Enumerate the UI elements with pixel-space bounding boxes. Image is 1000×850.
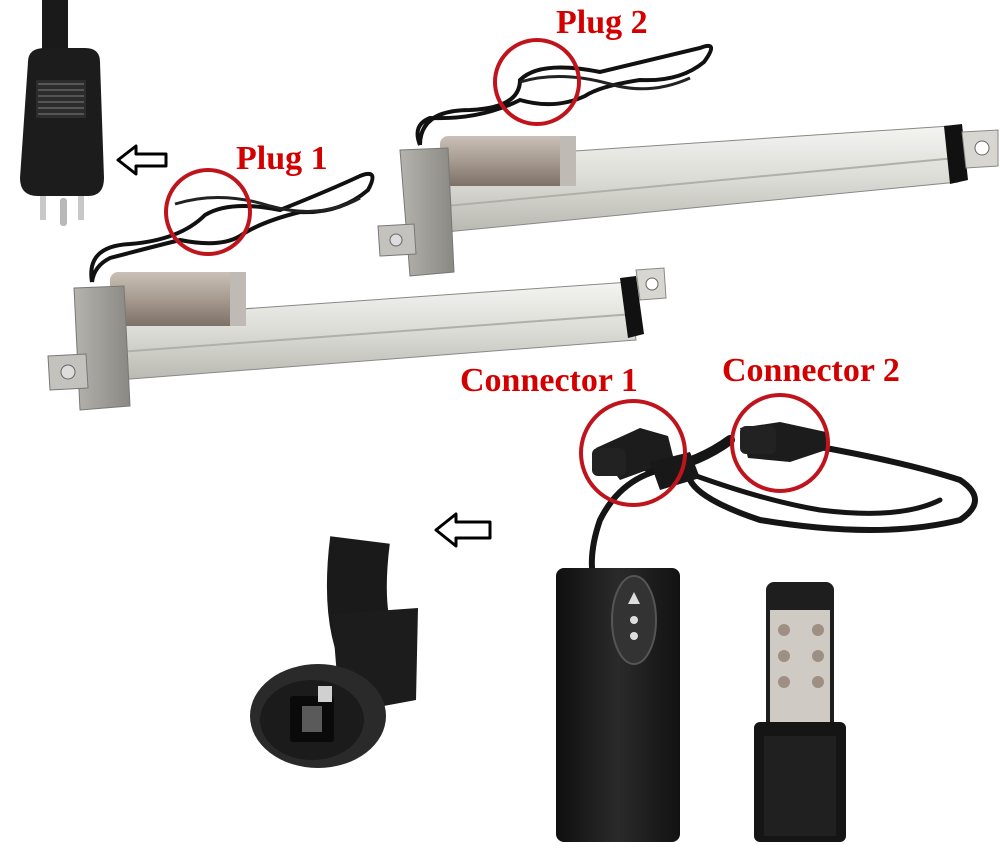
connector-1-highlight-circle xyxy=(579,399,687,507)
y-splitter-cable xyxy=(588,435,978,593)
connector-1-label: Connector 1 xyxy=(460,362,638,399)
connector-closeup xyxy=(250,536,418,768)
control-box xyxy=(556,568,680,842)
connector-2-label: Connector 2 xyxy=(722,352,900,389)
power-plug xyxy=(20,0,104,226)
connector-2-highlight-circle xyxy=(730,393,830,493)
linear-actuator-2 xyxy=(377,43,999,277)
remote-control xyxy=(754,582,846,842)
connector-2-female xyxy=(740,422,826,462)
plug-2-highlight-circle xyxy=(493,38,581,126)
plug-2-label: Plug 2 xyxy=(556,4,648,41)
y-splitter-hub xyxy=(650,452,700,490)
plug-1-highlight-circle xyxy=(164,168,252,256)
plug-1-label: Plug 1 xyxy=(236,140,328,177)
plug-arrow-icon xyxy=(116,144,168,176)
connector-arrow-icon xyxy=(434,512,492,548)
linear-actuator-1 xyxy=(47,171,667,411)
